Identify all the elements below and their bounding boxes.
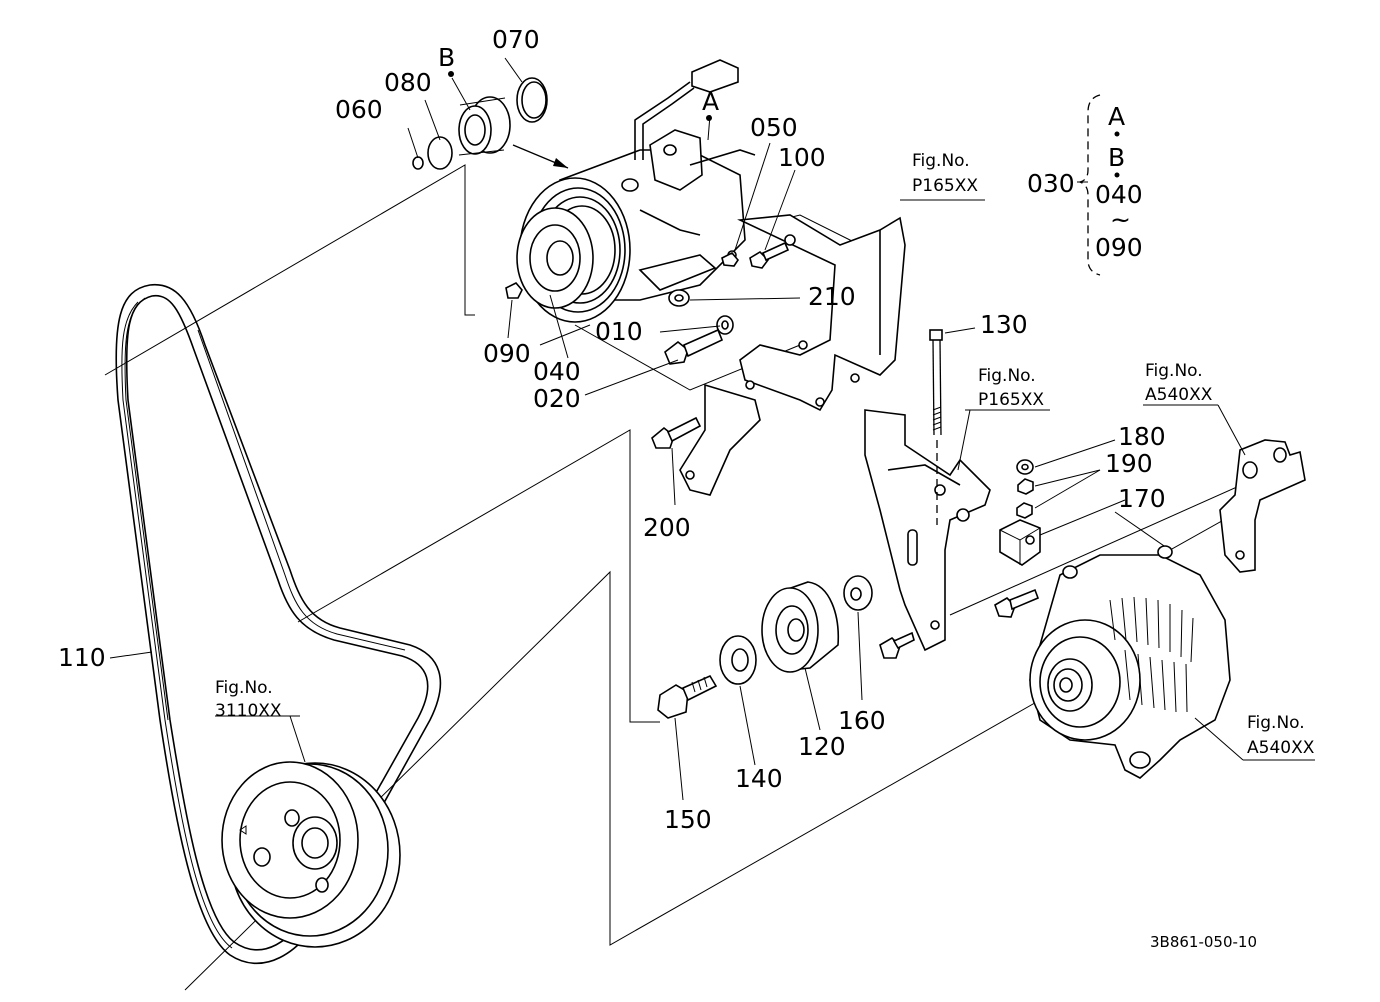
- label-070: 070: [492, 25, 540, 54]
- label-150: 150: [664, 805, 712, 834]
- figref-1-code: P165XX: [912, 176, 978, 196]
- alternator: [994, 545, 1231, 779]
- label-020: 020: [533, 384, 581, 413]
- clutch-parts: [412, 77, 569, 170]
- alternator-mount-bracket: [1219, 439, 1306, 573]
- nut-hardware: [999, 459, 1041, 566]
- set-line-a: A: [1108, 102, 1125, 131]
- label-100: 100: [778, 143, 826, 172]
- label-210: 210: [808, 282, 856, 311]
- figref-1-caption: Fig.No.: [912, 151, 970, 171]
- set-line-tilde: ~: [1110, 205, 1131, 234]
- label-170: 170: [1118, 484, 1166, 513]
- set-line-090: 090: [1095, 233, 1143, 262]
- label-060: 060: [335, 95, 383, 124]
- label-110: 110: [58, 643, 106, 672]
- figure-references: Fig.No. P165XX Fig.No. P165XX Fig.No. A5…: [215, 151, 1315, 758]
- label-180: 180: [1118, 422, 1166, 451]
- ac-compressor: [516, 59, 756, 323]
- label-130: 130: [980, 310, 1028, 339]
- label-190: 190: [1105, 449, 1153, 478]
- label-090: 090: [483, 339, 531, 368]
- marker-b: B: [438, 43, 455, 72]
- figref-3-code: A540XX: [1145, 385, 1213, 405]
- idler-pulley-assembly: [657, 575, 873, 719]
- figref-5-caption: Fig.No.: [215, 678, 273, 698]
- figref-4-caption: Fig.No.: [1247, 713, 1305, 733]
- label-050: 050: [750, 113, 798, 142]
- label-010: 010: [595, 317, 643, 346]
- label-120: 120: [798, 732, 846, 761]
- set-line-040: 040: [1095, 180, 1143, 209]
- label-200: 200: [643, 513, 691, 542]
- crank-pulley: [221, 761, 401, 948]
- drawing-number: 3B861-050-10: [1150, 933, 1257, 951]
- construction-lines: [104, 164, 1276, 991]
- figref-2-caption: Fig.No.: [978, 366, 1036, 386]
- figref-5-code: 3110XX: [215, 701, 282, 721]
- set-line-b: B: [1108, 143, 1125, 172]
- tensioner-bracket: [864, 329, 991, 659]
- figref-2-code: P165XX: [978, 390, 1044, 410]
- marker-a: A: [702, 87, 719, 116]
- label-040: 040: [533, 357, 581, 386]
- label-160: 160: [838, 706, 886, 735]
- set-bracket: [1077, 94, 1120, 276]
- label-080: 080: [384, 68, 432, 97]
- figref-4-code: A540XX: [1247, 738, 1315, 758]
- compressor-bracket: [679, 214, 906, 496]
- figref-3-caption: Fig.No.: [1145, 361, 1203, 381]
- label-140: 140: [735, 764, 783, 793]
- upper-fasteners: [505, 241, 790, 449]
- callout-labels: 060 080 B 070 A 050 100 210 010 040 020 …: [58, 25, 1166, 834]
- label-030: 030: [1027, 169, 1075, 198]
- leader-lines: [109, 57, 1315, 801]
